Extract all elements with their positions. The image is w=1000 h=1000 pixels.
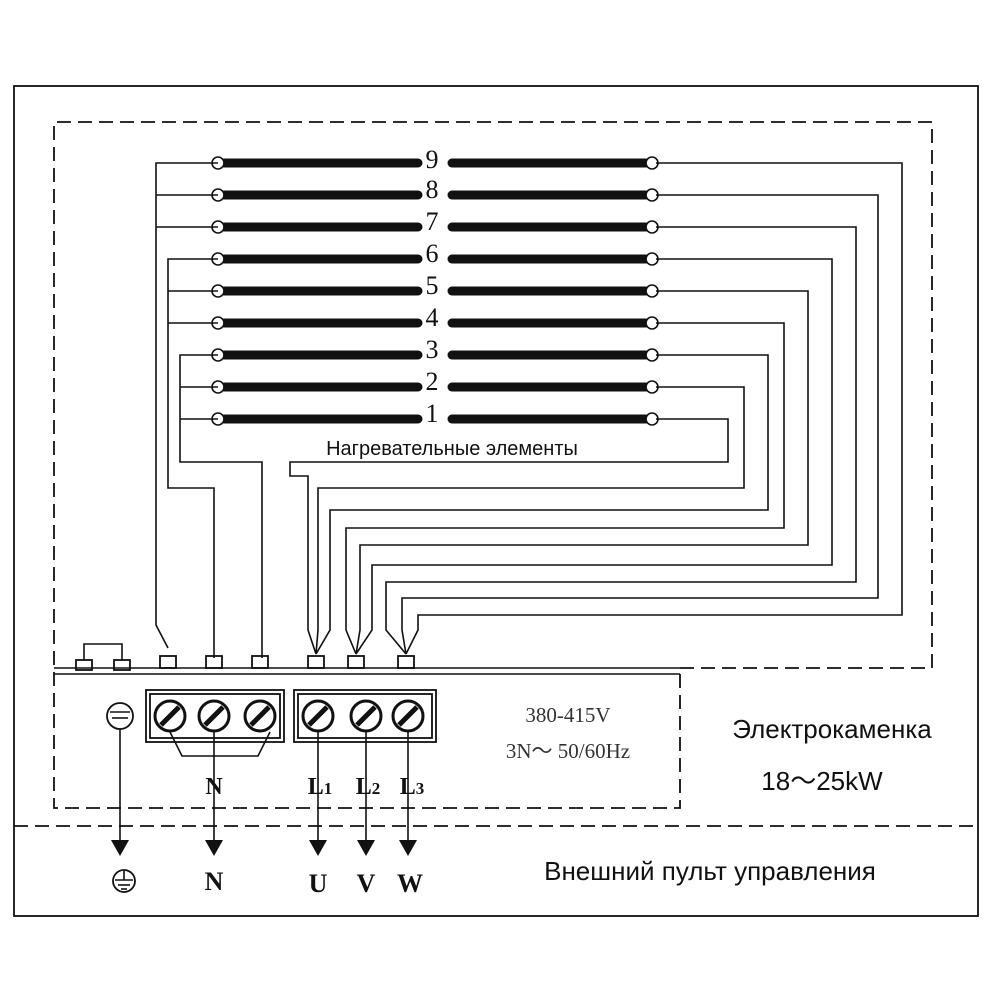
element-number-8: 8 xyxy=(426,175,439,204)
neutral-group-label: N xyxy=(205,774,223,800)
element-number-1: 1 xyxy=(426,399,439,428)
output-label-n: N xyxy=(205,867,224,896)
element-number-9: 9 xyxy=(426,145,439,174)
rating-voltage: 380-415V xyxy=(525,703,610,727)
phase-screw-slot-2 xyxy=(355,705,377,727)
neutral-screw-slot-1 xyxy=(159,705,181,727)
phase-label-l3: L3 xyxy=(400,774,425,800)
neutral-terminal-block xyxy=(145,689,285,845)
phase-label-l2: L2 xyxy=(356,774,381,800)
ground-icon xyxy=(112,869,136,893)
rating-supply: 3N～ 50/60Hz xyxy=(506,739,630,763)
outer-frame xyxy=(13,85,979,917)
element-number-2: 2 xyxy=(426,367,439,396)
neutral-screw-slot-2 xyxy=(203,705,225,727)
external-panel-name: Внешний пульт управления xyxy=(544,856,876,886)
heating-elements-caption: Нагревательные элементы xyxy=(326,438,578,460)
output-label-w: W xyxy=(397,869,423,898)
phase-terminal-block xyxy=(293,689,437,845)
heater-name: Электрокаменка xyxy=(732,714,932,744)
output-arrows xyxy=(111,840,417,856)
phase-screw-slot-3 xyxy=(397,705,419,727)
neutral-screw-slot-3 xyxy=(249,705,271,727)
output-label-v: V xyxy=(357,869,376,898)
heater-power: 18～25kW xyxy=(761,766,883,796)
phase-label-l1: L1 xyxy=(308,774,333,800)
rail-terminals xyxy=(75,643,415,671)
element-number-5: 5 xyxy=(426,271,439,300)
phase-wiring xyxy=(289,162,903,655)
output-label-u: U xyxy=(309,869,328,898)
terminal-labels: N L1 L2 L3 xyxy=(205,774,424,800)
element-number-group: 9 8 7 6 5 4 3 2 1 xyxy=(426,145,439,428)
element-number-4: 4 xyxy=(426,303,439,332)
output-labels: N U V W xyxy=(205,867,423,898)
ground-screw xyxy=(106,702,134,845)
neutral-wiring xyxy=(155,162,263,658)
element-number-3: 3 xyxy=(426,335,439,364)
element-number-7: 7 xyxy=(426,207,439,236)
phase-screw-slot-1 xyxy=(307,705,329,727)
heater-boundary xyxy=(53,121,933,809)
element-number-6: 6 xyxy=(426,239,439,268)
